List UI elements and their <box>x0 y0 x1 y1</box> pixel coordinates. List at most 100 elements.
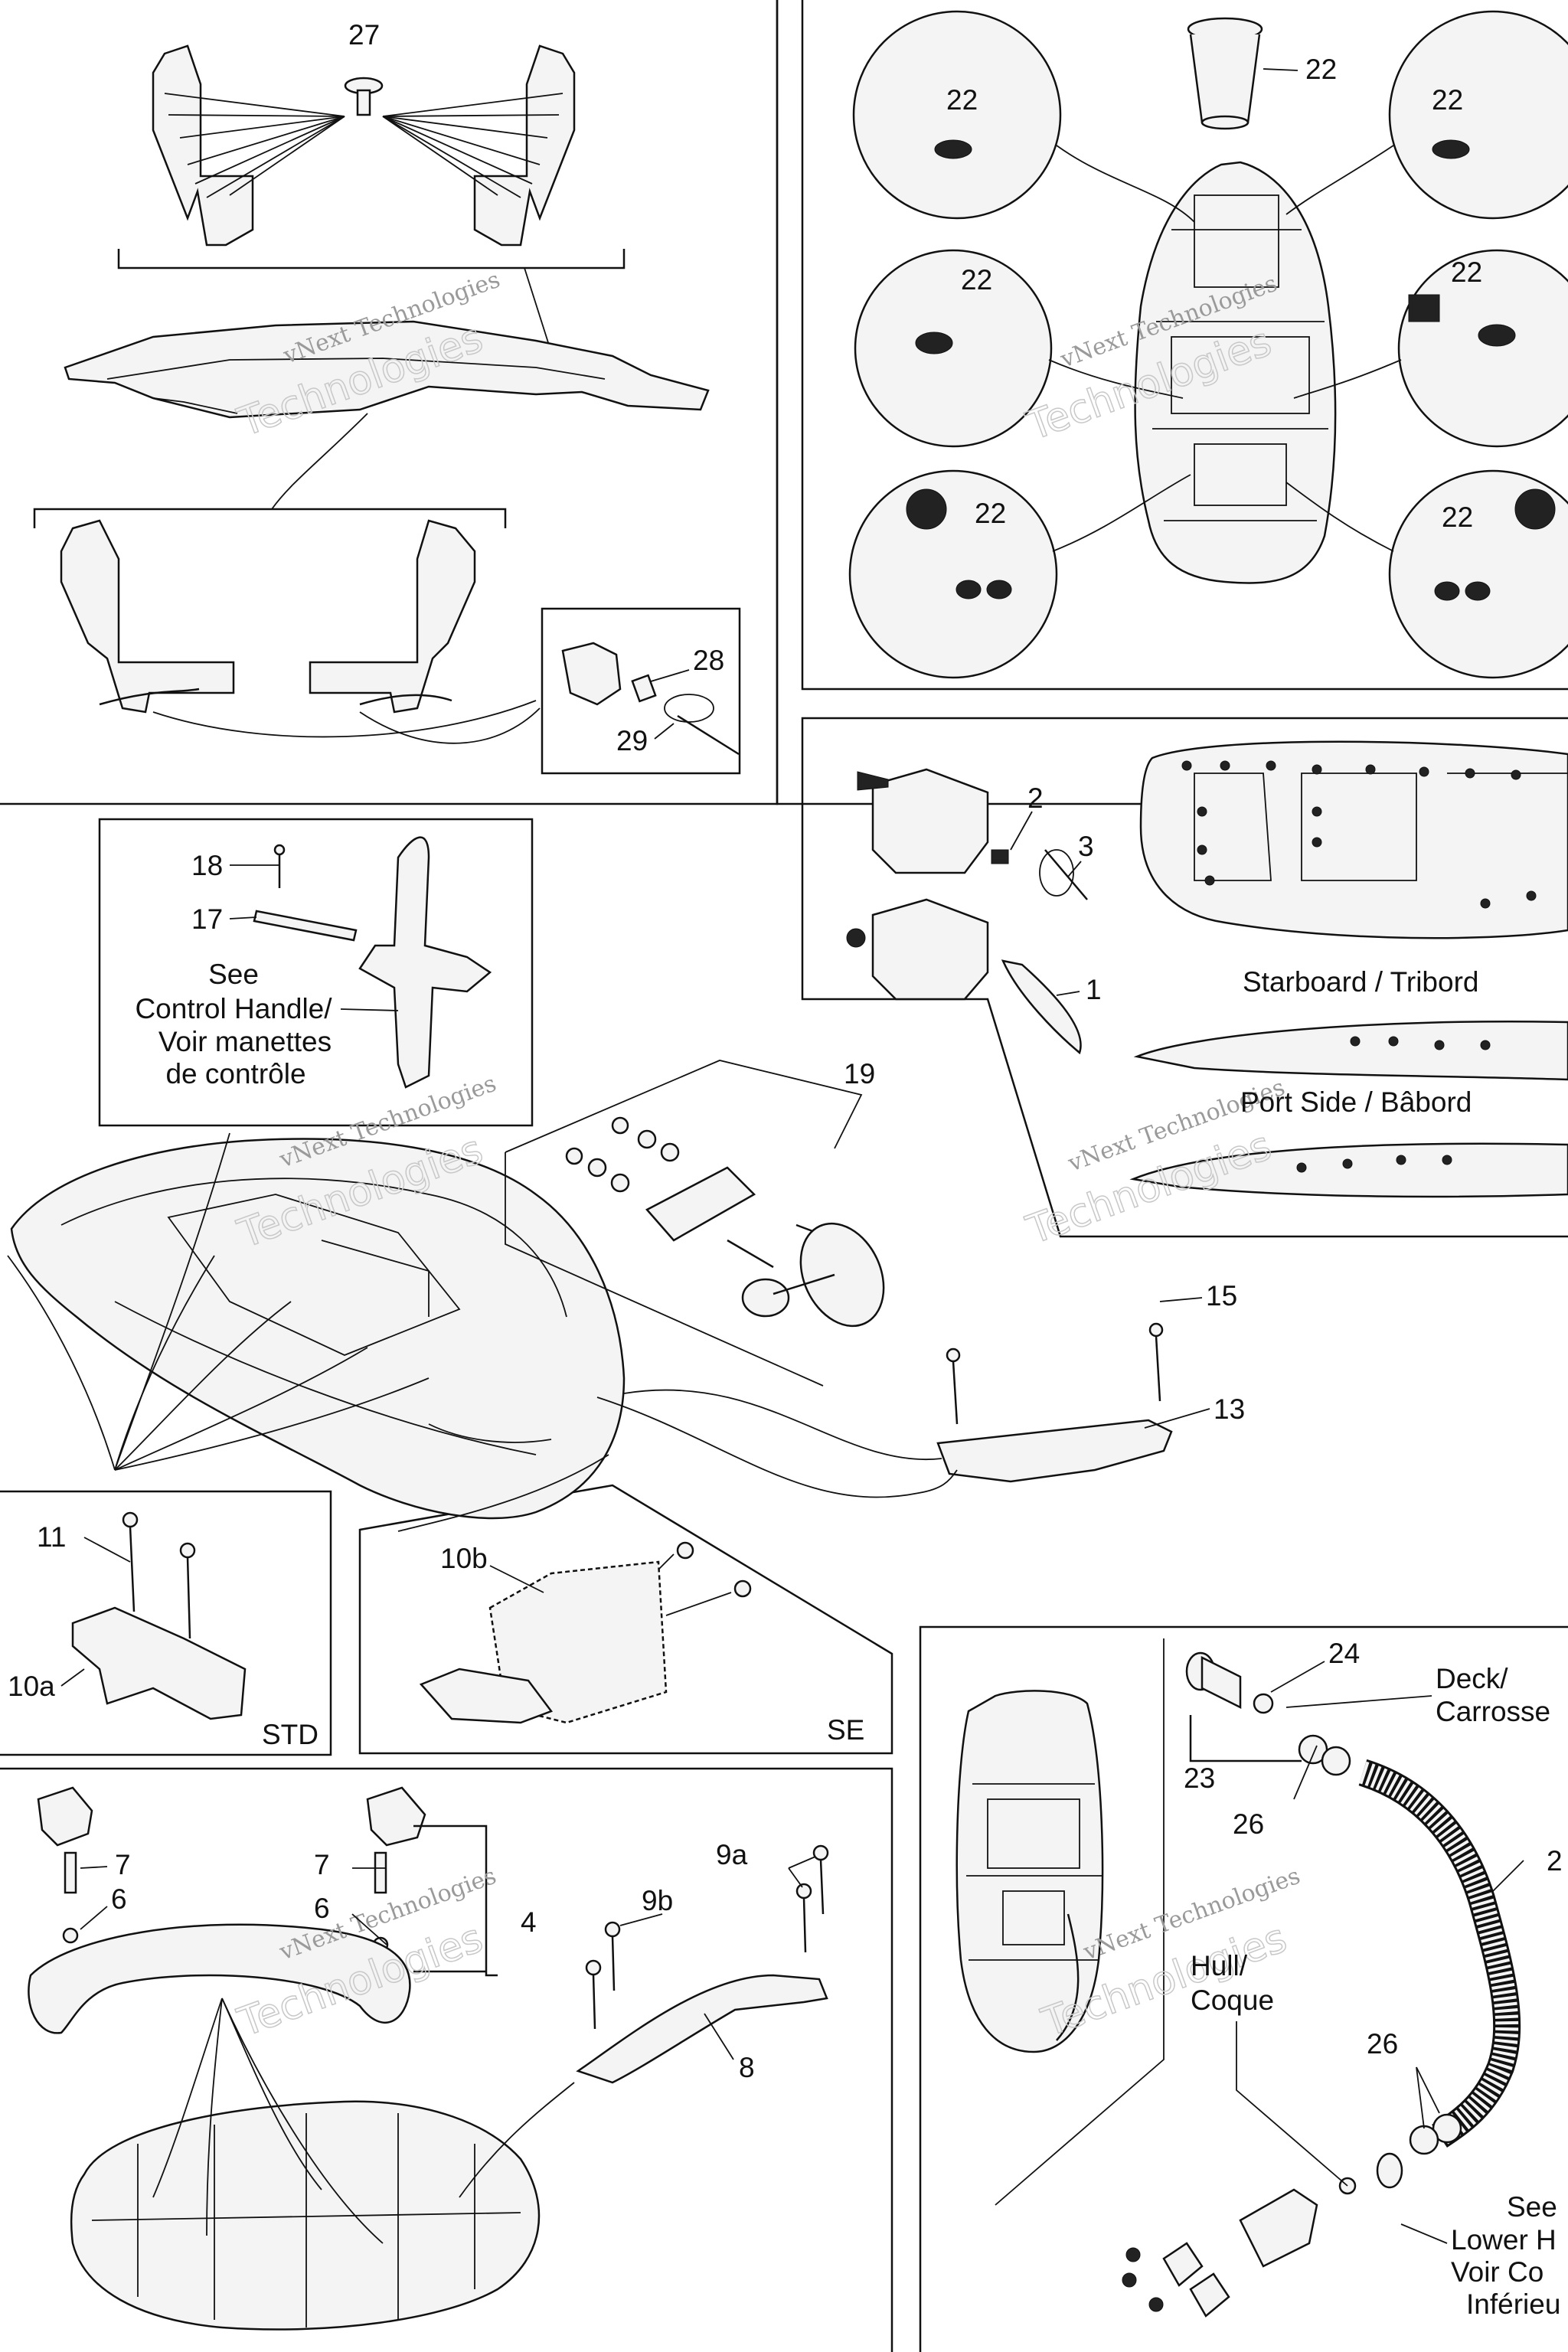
callout-labels: 27 28 29 22 22 22 22 22 22 22 18 17 2 3 … <box>8 19 1563 2083</box>
leader-handles <box>152 1998 575 2244</box>
callout-2: 2 <box>1027 782 1044 814</box>
seat-assembly-top <box>33 44 740 756</box>
see-note-line2: Control Handle/ <box>135 993 332 1024</box>
callout-9b: 9b <box>642 1885 673 1916</box>
starboard-label: Starboard / Tribord <box>1243 966 1478 998</box>
callout-9a: 9a <box>716 1839 748 1870</box>
seat-right-lower <box>309 519 476 714</box>
grab-handle-4-icon <box>28 1923 411 2034</box>
screw-7b-icon <box>374 1851 387 1894</box>
group-bracket-19 <box>505 1060 863 1153</box>
fastener-27-icon <box>344 77 384 116</box>
frame-drain <box>919 1625 1568 2352</box>
seat-left-lower <box>60 519 235 714</box>
group-bracket-2 <box>33 508 507 528</box>
hull-port-view <box>1129 1142 1568 1198</box>
small-screws-icon <box>1122 2247 1164 2312</box>
screw-9a-icon <box>795 1844 829 1953</box>
cap-7a-icon <box>37 1786 93 1847</box>
std-label: STD <box>262 1719 318 1750</box>
see-note-line4: de contrôle <box>165 1058 305 1089</box>
cap-7b-icon <box>366 1786 426 1847</box>
callout-26-lower: 26 <box>1367 2028 1398 2060</box>
harness-dots <box>1181 760 1537 909</box>
callout-1: 1 <box>1086 974 1102 1005</box>
nut-lower-icon <box>1376 2152 1403 2189</box>
see-note-line1: See <box>208 959 259 990</box>
callout-28: 28 <box>693 645 724 676</box>
detail-circle-5 <box>848 469 1058 679</box>
cable-tie-3-icon <box>1039 849 1088 900</box>
screw-9b-icon <box>585 1921 621 2030</box>
deck-label-2: Carrosse <box>1436 1696 1550 1727</box>
clip-2-icon <box>991 849 1009 864</box>
callout-17: 17 <box>191 903 223 935</box>
detail-connectors <box>1048 145 1402 552</box>
boat-bottom-view <box>70 2100 541 2331</box>
port-label: Port Side / Bâbord <box>1240 1086 1472 1118</box>
detail-circle-3 <box>854 249 1053 448</box>
frame-std-cleat <box>0 1490 332 1756</box>
bolt-11b-icon <box>179 1542 196 1639</box>
notes: See Control Handle/ Voir manettes de con… <box>135 959 1560 2320</box>
callout-18: 18 <box>191 850 223 881</box>
fitting-23-icon <box>1185 1651 1242 1710</box>
detail-circle-1 <box>852 10 1062 220</box>
callout-22-cup: 22 <box>1305 54 1337 85</box>
main-boat-assembly <box>7 1060 1173 1532</box>
callout-22-bl: 22 <box>975 498 1006 529</box>
hull-top-view <box>1139 740 1568 939</box>
control-handle-icon <box>358 836 492 1089</box>
callout-26-upper: 26 <box>1233 1808 1264 1840</box>
leader-curves <box>7 1132 430 1471</box>
see-note-line3: Voir manettes <box>158 1026 332 1057</box>
leader-lines-27 <box>164 93 564 198</box>
cable-tie-29-icon <box>664 694 740 756</box>
callout-13: 13 <box>1214 1393 1245 1425</box>
cleat-10a-icon <box>71 1606 247 1720</box>
cupholder-22-icon <box>1187 17 1263 130</box>
drain-assembly <box>956 1638 1521 2318</box>
cleat-19-icon <box>741 1222 885 1328</box>
nut-icon-2 <box>733 1579 752 1598</box>
callout-7-left: 7 <box>115 1849 131 1880</box>
hull-label-1: Hull/ <box>1191 1950 1248 1981</box>
cupholder-assembly <box>848 10 1568 679</box>
std-cleat-assembly <box>71 1511 247 1720</box>
callout-25-partial: 2 <box>1547 1845 1563 1877</box>
callout-8: 8 <box>739 2052 755 2083</box>
gasket-24-icon <box>1253 1693 1274 1714</box>
fastener-icon <box>857 771 889 791</box>
handle-8-icon <box>576 1974 828 2084</box>
harness-bracket-lower <box>871 898 989 1001</box>
screw-7a-icon <box>64 1851 77 1894</box>
lower-note-3: Voir Co <box>1451 2256 1544 2288</box>
callout-22-mr: 22 <box>1451 256 1482 288</box>
hull-starboard-view <box>1133 1021 1568 1081</box>
washer-6a-icon <box>62 1927 79 1944</box>
lower-note-2: Lower H <box>1451 2224 1557 2256</box>
detail-circle-2 <box>1388 10 1568 220</box>
screw-18-icon <box>273 844 286 888</box>
lower-note-4: Inférieu <box>1466 2288 1560 2320</box>
callout-7-right: 7 <box>314 1849 330 1880</box>
callout-11: 11 <box>37 1521 66 1553</box>
cleat-10b-icon <box>419 1668 554 1724</box>
clip-28-icon <box>561 642 657 706</box>
callout-27: 27 <box>348 19 380 51</box>
callout-3: 3 <box>1078 831 1094 862</box>
boat-perspective-view <box>10 1138 626 1520</box>
bracket-4 <box>413 1824 498 1977</box>
frame-clip-detail <box>541 607 741 775</box>
nut-icon <box>676 1541 694 1560</box>
callout-24: 24 <box>1328 1638 1360 1669</box>
deck-label-1: Deck/ <box>1436 1663 1508 1694</box>
cup-holes <box>906 139 1556 601</box>
frame-seats <box>0 0 779 805</box>
callout-6-left: 6 <box>111 1883 127 1915</box>
callout-22-ml: 22 <box>961 264 992 296</box>
boat-top-view-drain <box>956 1690 1104 2053</box>
se-cleat-assembly <box>419 1541 752 1724</box>
detail-circle-4 <box>1397 249 1568 448</box>
